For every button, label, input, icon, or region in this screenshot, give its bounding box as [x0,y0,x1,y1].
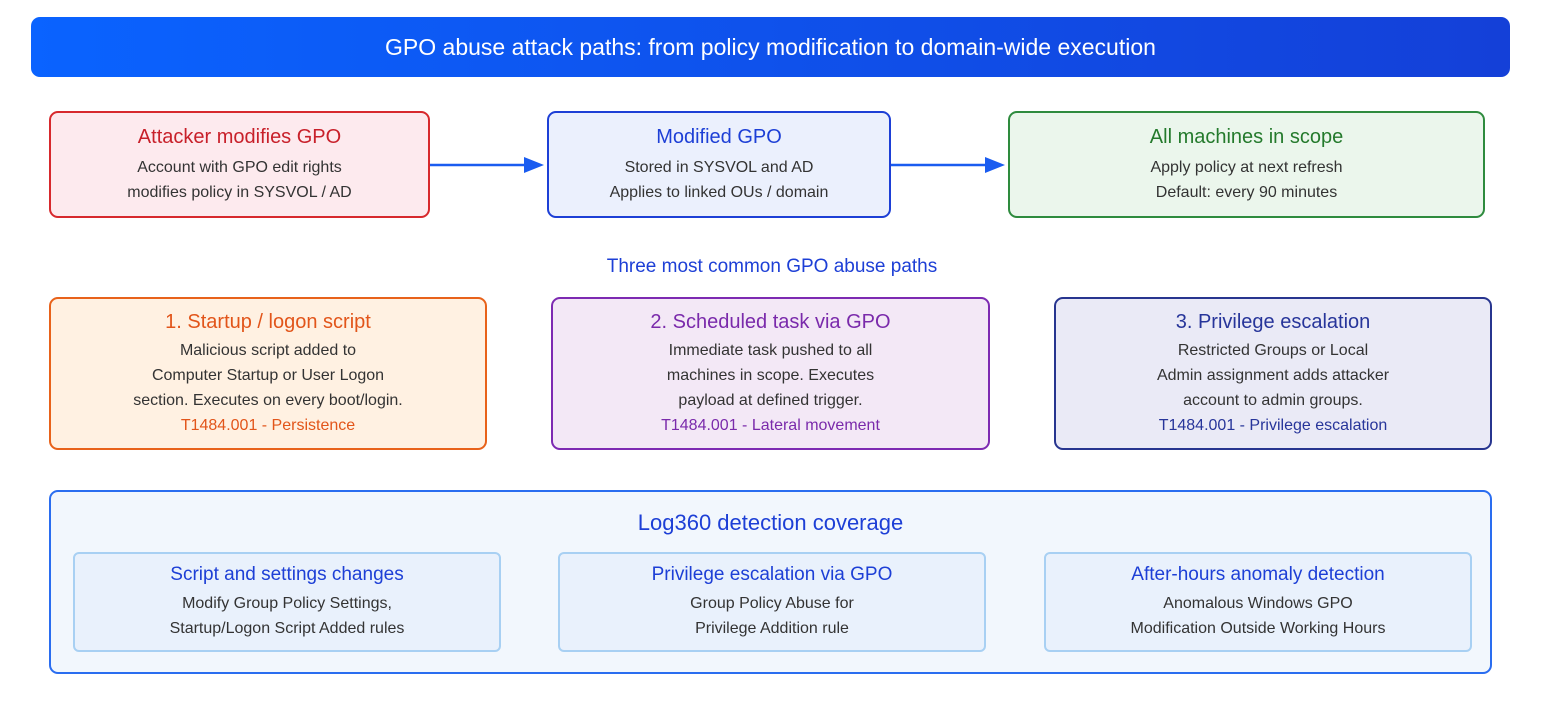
path-heading: 3. Privilege escalation [1175,310,1371,333]
path-line: Admin assignment adds attacker [1156,366,1390,384]
coverage-card-heading: Privilege escalation via GPO [651,563,893,585]
page-title: GPO abuse attack paths: from policy modi… [31,17,1510,77]
coverage-title: Log360 detection coverage [637,510,904,535]
coverage-card-heading: Script and settings changes [170,563,404,585]
coverage-card-heading: After-hours anomaly detection [1131,563,1385,585]
coverage-card-line: Modification Outside Working Hours [1130,619,1386,637]
path-technique-tag: T1484.001 - Lateral movement [661,416,880,434]
path-line: Restricted Groups or Local [1177,341,1369,359]
path-line: Immediate task pushed to all [668,341,873,359]
coverage-card-line: Modify Group Policy Settings, [182,594,392,612]
path-card-privilege-escalation: 3. Privilege escalation Restricted Group… [1054,297,1492,450]
path-card-scheduled-task: 2. Scheduled task via GPO Immediate task… [551,297,990,450]
flow-node-heading: Attacker modifies GPO [137,125,342,148]
path-line: machines in scope. Executes [666,366,875,384]
coverage-card-line: Privilege Addition rule [695,619,849,637]
path-line: payload at defined trigger. [678,391,863,409]
flow-node-line: Stored in SYSVOL and AD [624,158,814,176]
flow-node-line: Account with GPO edit rights [137,158,342,176]
coverage-card-after-hours: After-hours anomaly detection Anomalous … [1044,552,1472,652]
path-card-startup-script: 1. Startup / logon script Malicious scri… [49,297,487,450]
coverage-card-line: Anomalous Windows GPO [1163,594,1353,612]
path-technique-tag: T1484.001 - Persistence [180,416,356,434]
flow-arrow-icon [891,157,1005,173]
flow-node-heading: Modified GPO [656,125,782,148]
path-line: account to admin groups. [1183,391,1363,409]
flow-node-machines: All machines in scope Apply policy at ne… [1008,111,1485,218]
flow-node-line: Applies to linked OUs / domain [609,183,829,201]
path-heading: 1. Startup / logon script [165,310,371,333]
path-line: section. Executes on every boot/login. [133,391,403,409]
coverage-card-privilege-escalation: Privilege escalation via GPO Group Polic… [558,552,986,652]
coverage-card-script-changes: Script and settings changes Modify Group… [73,552,501,652]
path-technique-tag: T1484.001 - Privilege escalation [1158,416,1388,434]
section-label-paths: Three most common GPO abuse paths [606,256,938,277]
flow-node-line: modifies policy in SYSVOL / AD [127,183,352,201]
path-line: Malicious script added to [179,341,357,359]
flow-node-heading: All machines in scope [1149,125,1344,148]
coverage-card-line: Group Policy Abuse for [690,594,854,612]
coverage-card-line: Startup/Logon Script Added rules [169,619,405,637]
detection-coverage-panel: Log360 detection coverage Script and set… [49,490,1492,674]
flow-node-line: Apply policy at next refresh [1150,158,1343,176]
flow-node-line: Default: every 90 minutes [1155,183,1338,201]
flow-node-modified-gpo: Modified GPO Stored in SYSVOL and AD App… [547,111,891,218]
flow-arrow-icon [430,157,544,173]
path-line: Computer Startup or User Logon [151,366,385,384]
flow-node-attacker: Attacker modifies GPO Account with GPO e… [49,111,430,218]
path-heading: 2. Scheduled task via GPO [650,310,891,333]
